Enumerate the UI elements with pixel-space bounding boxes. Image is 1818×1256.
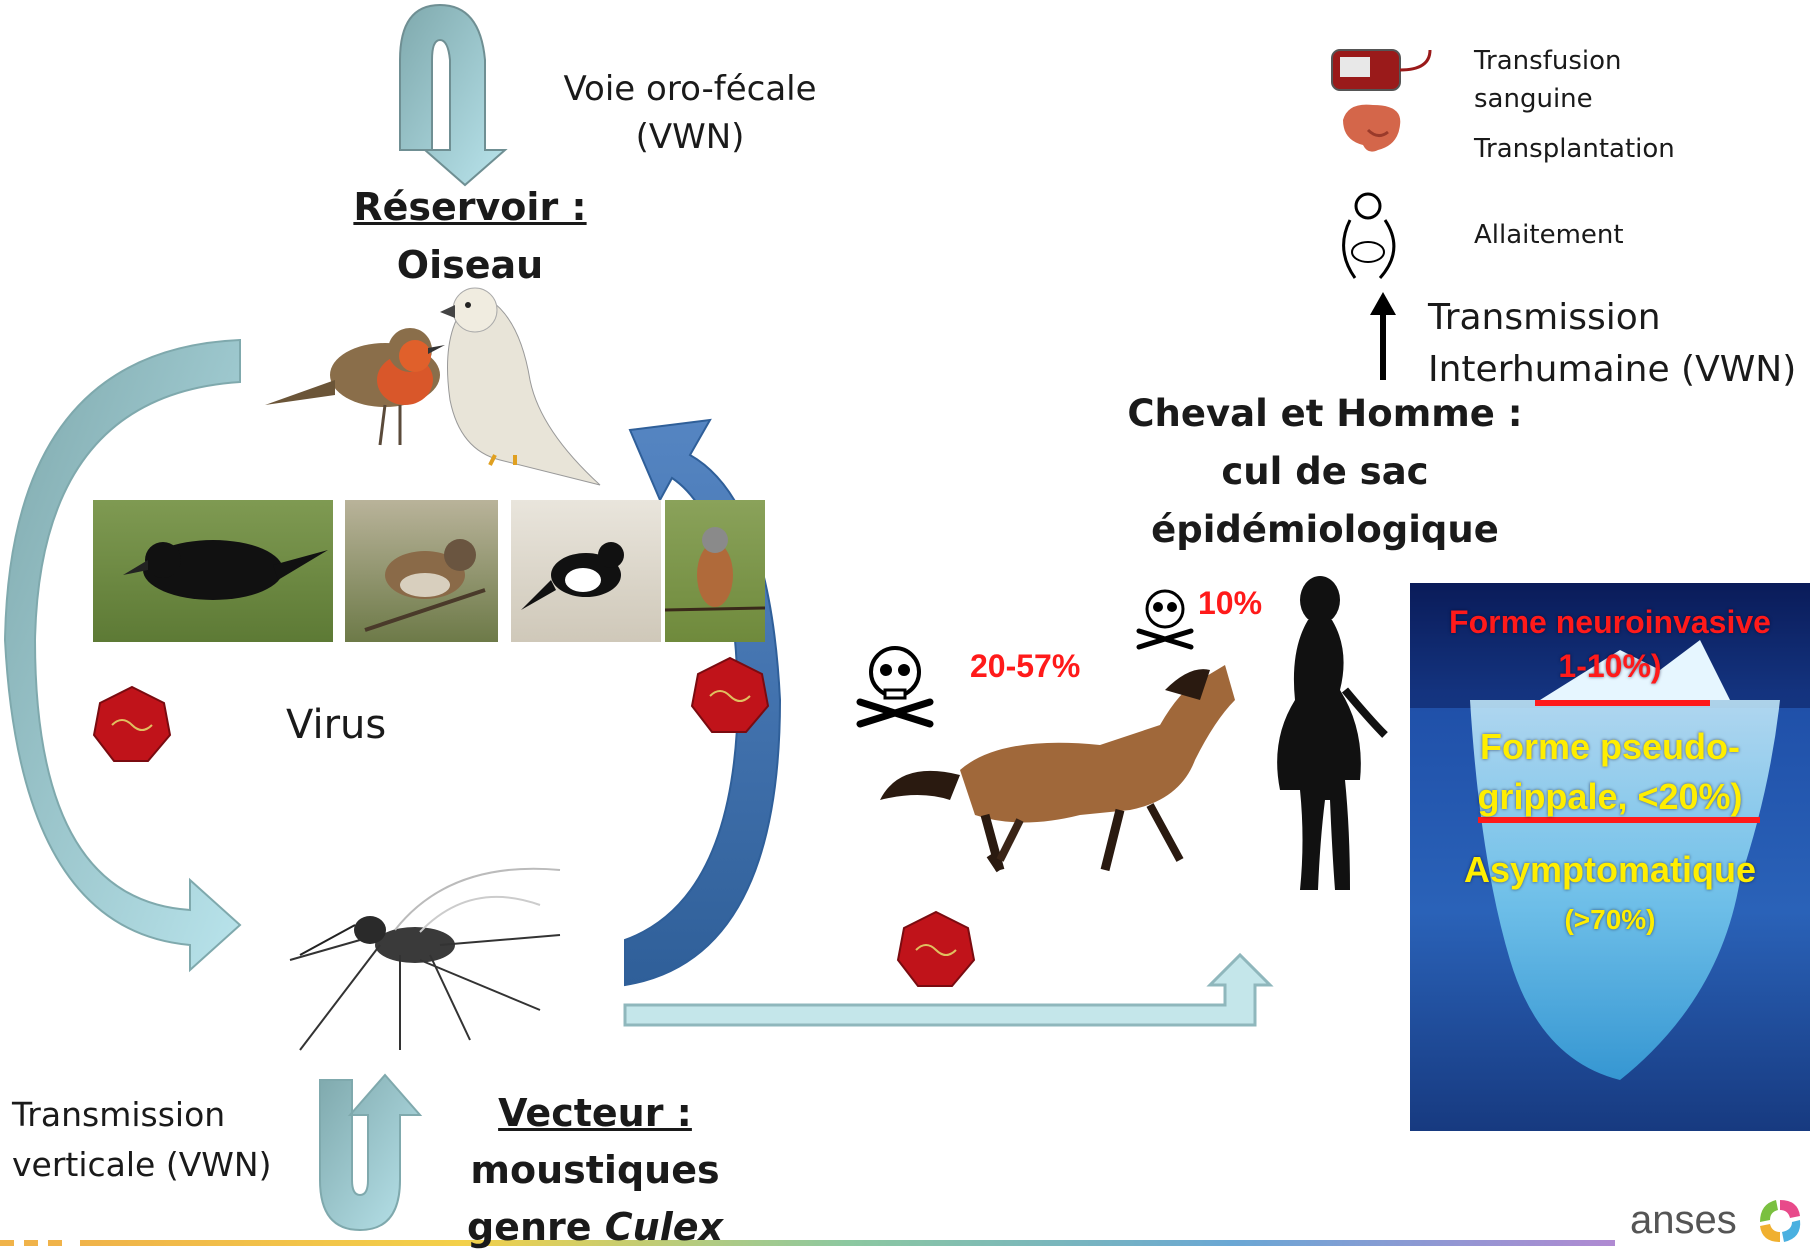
virus-icon-bottom [896,910,976,990]
route-transfusion-line2: sanguine [1474,80,1622,118]
sparrow-icon [345,500,498,642]
anses-logo-icon [1750,1196,1810,1244]
virus-icon-right [690,656,770,736]
iceberg-pseudo-label: Forme pseudo- grippale, <20%) [1410,722,1810,822]
route-transfusion-label: Transfusion sanguine [1474,42,1622,118]
horse-mortality: 20-57% [970,648,1080,685]
crow-photo [93,500,333,642]
anses-logo: anses [1630,1196,1810,1244]
vector-line2-prefix: genre [467,1205,605,1249]
virus-label: Virus [286,702,386,748]
virus-icon-left [92,685,172,765]
vector-line2: genre Culex [460,1199,730,1256]
brand-text: anses [1630,1198,1737,1243]
interhuman-up-arrow [1370,292,1396,380]
kestrel-icon [665,500,765,642]
route-breastfeeding-label: Allaitement [1474,216,1624,254]
interhuman-line1: Transmission [1428,292,1796,344]
blood-bag-icon [1330,45,1440,95]
vertical-line1: Transmission [12,1090,271,1140]
dead-end-line2: cul de sac [1085,443,1565,501]
falcon-illustration [440,288,600,485]
vector-label: Vecteur : moustiques genre Culex [460,1085,730,1256]
iceberg-pseudo-line2: grippale, <20%) [1410,772,1810,822]
vector-heading: Vecteur : [460,1085,730,1142]
vertical-line2: verticale (VWN) [12,1140,271,1190]
reservoir-name: Oiseau [320,236,620,294]
breastfeeding-icon [1330,190,1410,282]
interhuman-label: Transmission Interhumaine (VWN) [1428,292,1796,396]
magpie-photo [511,500,661,642]
route-transfusion-line1: Transfusion [1474,42,1622,80]
route-transplantation-label: Transplantation [1474,130,1675,168]
dead-end-line3: épidémiologique [1085,501,1565,559]
magpie-icon [511,500,661,642]
vertical-transmission-label: Transmission verticale (VWN) [12,1090,271,1190]
dead-end-label: Cheval et Homme : cul de sac épidémiolog… [1085,385,1565,559]
iceberg-neuro-label: Forme neuroinvasive 1-10%) [1410,600,1810,688]
mosquito-illustration [290,869,560,1050]
iceberg-pseudo-line1: Forme pseudo- [1410,722,1810,772]
iceberg-asym-label: Asymptomatique (>70%) [1410,845,1810,945]
iceberg-neuro-line1: Forme neuroinvasive [1410,600,1810,644]
oral-fecal-label: Voie oro-fécale (VWN) [540,65,840,161]
iceberg-asym-line1: Asymptomatique [1410,845,1810,895]
skull-icon-horse [855,640,935,728]
interhuman-line2: Interhumaine (VWN) [1428,344,1796,396]
oral-fecal-line1: Voie oro-fécale [540,65,840,113]
kestrel-photo [665,500,765,642]
iceberg-asym-line2: (>70%) [1410,895,1810,945]
human-silhouette [1277,576,1385,890]
human-mortality: 10% [1198,585,1262,622]
vector-line1: moustiques [460,1142,730,1199]
footer-bar [0,1240,1615,1246]
vector-genus: Culex [605,1205,723,1249]
reservoir-label: Réservoir : Oiseau [320,178,620,294]
robin-illustration [265,328,445,445]
oral-fecal-loop-arrow [400,5,505,185]
oral-fecal-line2: (VWN) [540,113,840,161]
organ-icon [1338,100,1408,160]
crow-icon [93,500,333,642]
skull-icon-human [1135,585,1195,651]
bird-to-mosquito-arrow [5,340,240,970]
sparrow-photo [345,500,498,642]
reservoir-heading: Réservoir : [320,178,620,236]
vertical-transmission-arrow [320,1075,420,1230]
iceberg-neuro-line2: 1-10%) [1410,644,1810,688]
